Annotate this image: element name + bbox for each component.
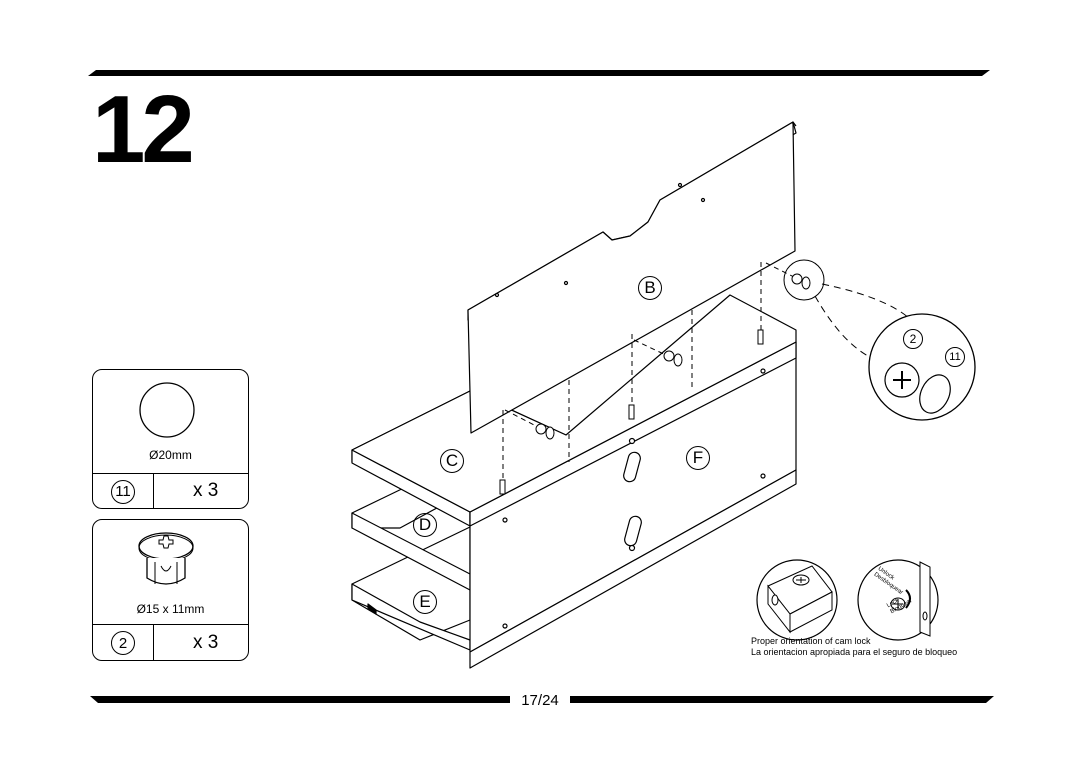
part-row: 11 x 3 (93, 473, 248, 509)
part-quantity: x 3 (193, 480, 219, 501)
page-number: 17/24 (510, 693, 570, 709)
part-card-cap: Ø20mm 11 x 3 (92, 369, 249, 509)
orientation-detail-right (857, 559, 939, 641)
part-id: 11 (111, 479, 135, 504)
part-id: 2 (111, 631, 135, 655)
part-row: 2 x 3 (93, 624, 248, 661)
detail-part-id: 11 (945, 347, 965, 367)
cam-lock-icon (138, 532, 194, 585)
step-number: 12 (92, 76, 195, 183)
panel-label-c: C (440, 449, 464, 473)
part-id-cell: 11 (93, 474, 154, 509)
cam-lock-caption-es: La orientacion apropiada para el seguro … (751, 647, 958, 657)
panel-label-b: B (638, 276, 662, 300)
detail-part-id: 2 (903, 329, 923, 349)
part-quantity: x 3 (193, 632, 219, 653)
cam-lock-caption-en: Proper orientation of cam lock (751, 636, 871, 646)
part-dimension: Ø20mm (149, 448, 192, 462)
part-card-cam-lock: Ø15 x 11mm 2 x 3 (92, 519, 249, 661)
cap-disc-icon (139, 382, 195, 438)
panel-label-d: D (413, 513, 437, 537)
panel-b (467, 121, 796, 434)
orientation-detail-left (756, 559, 838, 641)
part-id-cell: 2 (93, 625, 154, 661)
panel-label-f: F (686, 446, 710, 470)
panel-label-e: E (413, 590, 437, 614)
part-dimension: Ø15 x 11mm (136, 602, 205, 616)
